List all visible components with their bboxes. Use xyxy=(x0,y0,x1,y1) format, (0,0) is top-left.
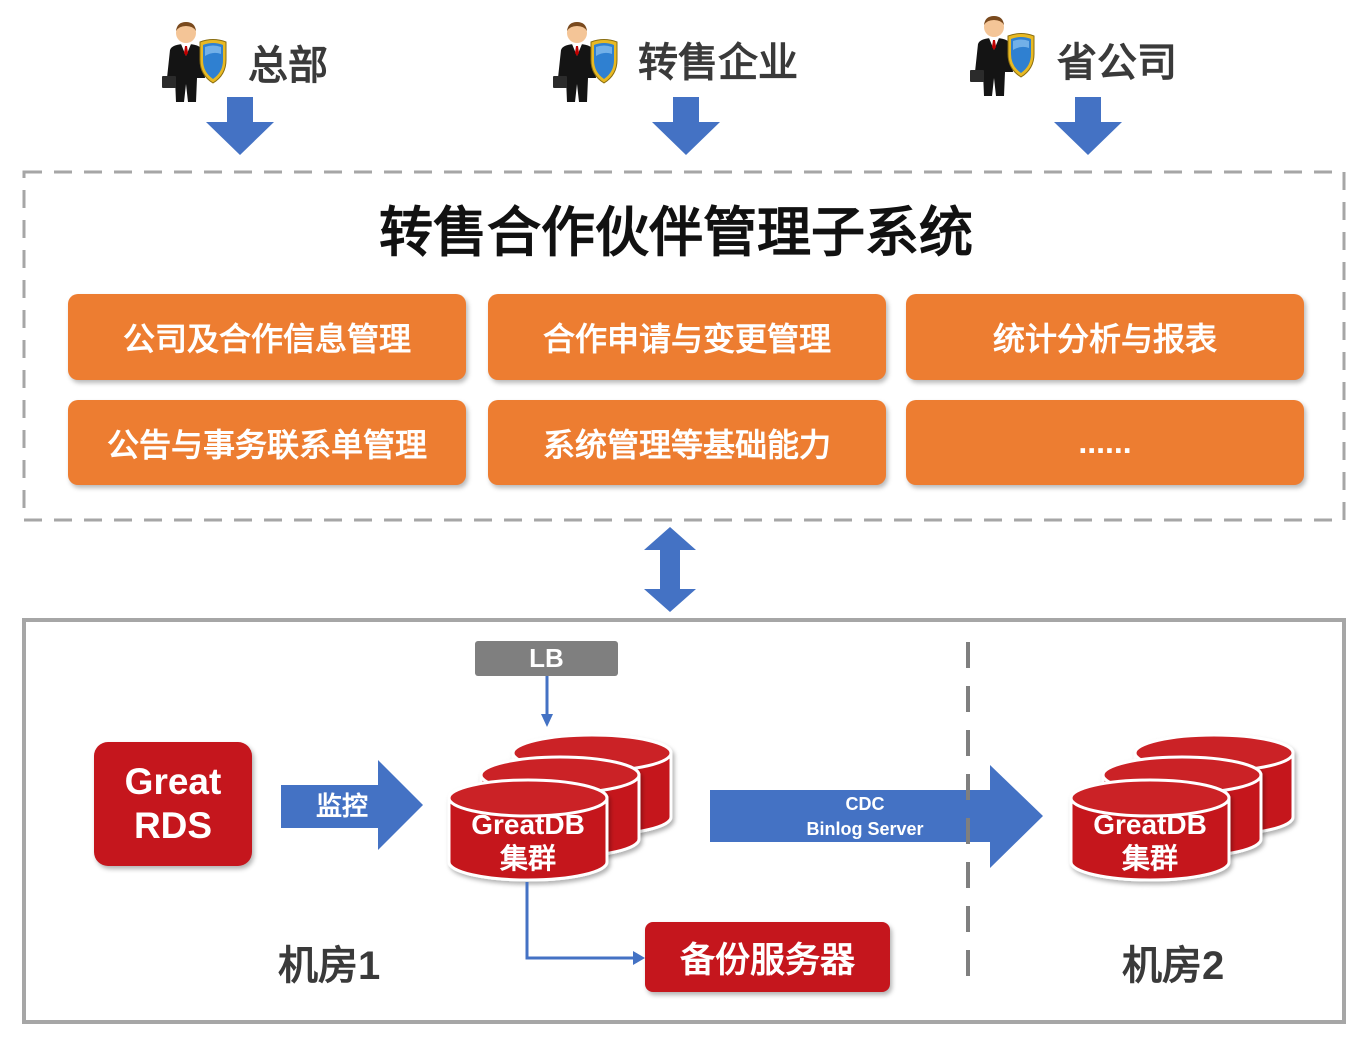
monitor-arrow xyxy=(281,760,423,850)
user-arrow-hq xyxy=(206,97,274,155)
icon-shield-shine xyxy=(596,45,612,56)
subsystem-border xyxy=(22,170,1346,522)
icon-briefcase xyxy=(162,76,176,88)
cylinder-body xyxy=(447,796,609,882)
businessman-shield-icon xyxy=(553,22,618,102)
module-more: ...... xyxy=(906,400,1304,485)
icon-head xyxy=(984,17,1004,37)
cylinder-body xyxy=(1069,796,1231,882)
cdc-line-2: Binlog Server xyxy=(806,819,924,839)
user-label-hq: 总部 xyxy=(248,44,328,88)
monitor-label: 监控 xyxy=(315,791,368,821)
module-company-info: 公司及合作信息管理 xyxy=(68,294,466,380)
backup-connector-head xyxy=(633,951,645,965)
cdc-line-1: CDC xyxy=(845,794,885,814)
load-balancer-box: LB xyxy=(475,641,618,676)
cdc-label: CDC Binlog Server xyxy=(770,792,960,842)
cluster-secondary-label: GreatDB 集群 xyxy=(1071,808,1229,876)
icon-suit xyxy=(975,38,1013,96)
rds-line-2: RDS xyxy=(133,805,213,846)
backup-server-box: 备份服务器 xyxy=(645,922,890,992)
rds-line-1: Great xyxy=(124,761,222,802)
cluster-secondary-line-2: 集群 xyxy=(1121,843,1178,874)
cluster-primary-line-2: 集群 xyxy=(499,843,556,874)
user-arrow-province xyxy=(1054,97,1122,155)
subsystem-title: 转售合作伙伴管理子系统 xyxy=(379,203,973,263)
user-arrow-resale xyxy=(652,97,720,155)
cluster-secondary-line-1: GreatDB xyxy=(1093,809,1207,840)
db-cylinder-primary-front xyxy=(447,778,609,882)
icon-suit xyxy=(558,44,596,102)
module-statistics-report: 统计分析与报表 xyxy=(906,294,1304,380)
datacenter-border xyxy=(22,618,1346,1024)
icon-hair xyxy=(567,22,587,31)
user-label-province: 省公司 xyxy=(1057,41,1177,85)
icon-head xyxy=(176,23,196,43)
backup-connector xyxy=(525,882,633,960)
room-1-label: 机房1 xyxy=(278,944,381,988)
icon-tie xyxy=(992,40,996,50)
lb-arrow-head xyxy=(541,714,553,727)
icon-hair xyxy=(176,22,196,31)
cylinder-top xyxy=(1069,778,1231,818)
backup-server-label: 备份服务器 xyxy=(679,940,855,980)
businessman-shield-icon xyxy=(970,16,1035,96)
icon-briefcase xyxy=(553,76,567,88)
icon-tie xyxy=(184,46,188,56)
icon-tie xyxy=(575,46,579,56)
user-label-resale: 转售企业 xyxy=(638,41,798,85)
bidirectional-arrow xyxy=(644,527,696,612)
icon-shield-shine xyxy=(205,45,221,56)
icon-shield-shine xyxy=(1013,39,1029,50)
cylinder-top xyxy=(447,778,609,818)
cluster-primary-label: GreatDB 集群 xyxy=(449,808,607,876)
module-system-basics: 系统管理等基础能力 xyxy=(488,400,886,485)
load-balancer-label: LB xyxy=(529,643,564,673)
icon-head xyxy=(567,23,587,43)
great-rds-box: Great RDS xyxy=(94,742,252,866)
icon-suit xyxy=(167,44,205,102)
room-2-label: 机房2 xyxy=(1122,944,1225,988)
module-announcement: 公告与事务联系单管理 xyxy=(68,400,466,485)
businessman-shield-icon xyxy=(162,22,227,102)
icon-briefcase xyxy=(970,70,984,82)
module-application-change: 合作申请与变更管理 xyxy=(488,294,886,380)
cluster-primary-line-1: GreatDB xyxy=(471,809,585,840)
icon-hair xyxy=(984,16,1004,25)
db-cylinder-secondary-front xyxy=(1069,778,1231,882)
cdc-arrow xyxy=(710,765,1043,868)
